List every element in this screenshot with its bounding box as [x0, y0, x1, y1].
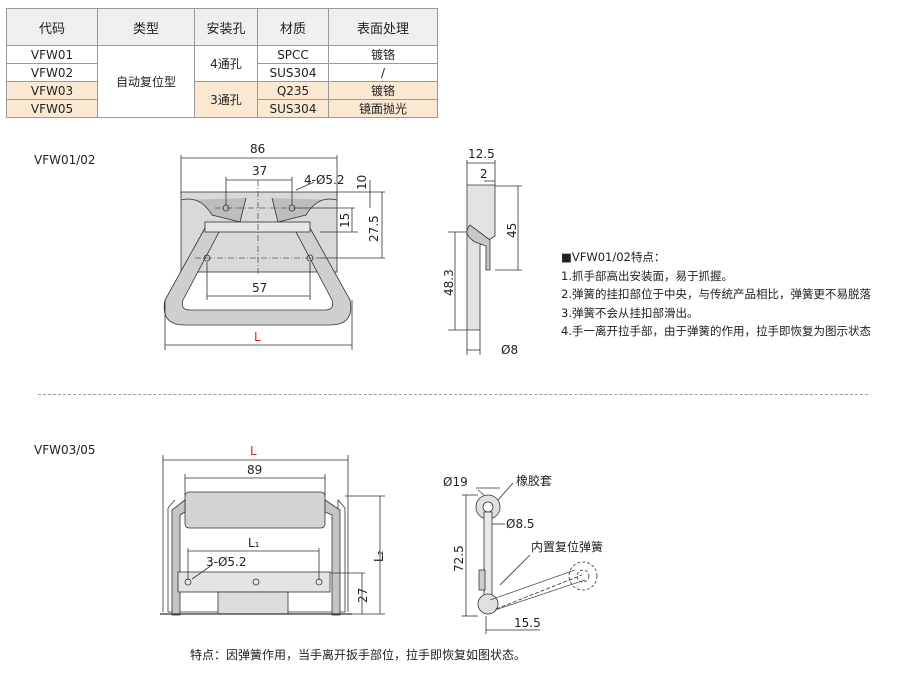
rubber-sleeve-label: 橡胶套	[516, 473, 552, 488]
dim-L: L	[250, 444, 257, 458]
dim-L: L	[254, 330, 261, 344]
dim-12-5: 12.5	[468, 147, 495, 161]
col-header: 表面处理	[328, 8, 438, 46]
material-cell: Q235	[257, 81, 329, 100]
note-item: 1.抓手部高出安装面，易于抓握。	[561, 268, 733, 283]
section1-label: VFW01/02	[34, 153, 96, 167]
dim-15-5: 15.5	[514, 616, 541, 630]
grip-tube	[184, 491, 326, 529]
dim-45: 45	[505, 223, 519, 238]
footer-note: 特点：因弹簧作用，当手离开扳手部位，拉手即恢复如图状态。	[190, 648, 527, 662]
dim-86: 86	[250, 142, 265, 156]
material-cell: SUS304	[257, 99, 329, 118]
feature-notes: ■VFW01/02特点： 1.抓手部高出安装面，易于抓握。 2.弹簧的挂扣部位于…	[561, 248, 871, 341]
note-item: 3.弹簧不会从挂扣部滑出。	[561, 305, 699, 320]
material-cell: SUS304	[257, 63, 329, 82]
notes-title: ■VFW01/02特点：	[561, 250, 666, 264]
spec-table: 代码 类型 安装孔 材质 表面处理 VFW01 自动复位型 4通孔 SPCC 镀…	[6, 8, 438, 118]
dim-37: 37	[252, 164, 267, 178]
note-item: 4.手一离开拉手部，由于弹簧的作用，拉手即恢复为图示状态	[561, 324, 871, 338]
dim-48-3: 48.3	[442, 269, 456, 296]
code-cell: VFW03	[6, 81, 98, 100]
dim-holes: 3-Ø5.2	[206, 555, 247, 569]
table-row: VFW05 SUS304 镜面抛光	[6, 99, 438, 118]
dim-15: 15	[338, 213, 352, 228]
dim-89: 89	[247, 463, 262, 477]
material-cell: SPCC	[257, 45, 329, 64]
table-row: VFW02 SUS304 /	[6, 63, 438, 82]
section-divider	[38, 394, 868, 395]
dim-L1: L₁	[248, 536, 260, 550]
dim-d8-5: Ø8.5	[506, 517, 535, 531]
dim-57: 57	[252, 281, 267, 295]
dim-10: 10	[355, 175, 369, 190]
type-cell: 自动复位型	[97, 45, 195, 118]
table-row: VFW01 自动复位型 4通孔 SPCC 镀铬	[6, 45, 438, 118]
table-row: VFW03 3通孔 Q235 镀铬	[6, 81, 438, 118]
hinge-bar	[177, 571, 331, 593]
section2-label: VFW03/05	[34, 443, 96, 457]
hole-cell: 4通孔	[194, 45, 258, 82]
dim-27: 27	[356, 588, 370, 603]
dim-holes: 4-Ø5.2	[304, 173, 345, 187]
dim-2: 2	[480, 167, 488, 181]
finish-cell: 镀铬	[328, 45, 438, 64]
table-header-row: 代码 类型 安装孔 材质 表面处理	[6, 8, 438, 46]
finish-cell: 镜面抛光	[328, 99, 438, 118]
note-item: 2.弹簧的挂扣部位于中央，与传统产品相比，弹簧更不易脱落	[561, 287, 871, 301]
hole-cell: 3通孔	[194, 81, 258, 118]
finish-cell: 镀铬	[328, 81, 438, 100]
code-cell: VFW05	[6, 99, 98, 118]
dim-27-5: 27.5	[367, 215, 381, 242]
dim-d19: Ø19	[443, 475, 468, 489]
dim-d8: Ø8	[501, 343, 518, 357]
spring-label: 内置复位弹簧	[531, 539, 603, 554]
dim-L2: L₂	[372, 550, 386, 562]
dim-72-5: 72.5	[452, 545, 466, 572]
col-header: 代码	[6, 8, 98, 46]
mount-hole	[252, 578, 260, 586]
